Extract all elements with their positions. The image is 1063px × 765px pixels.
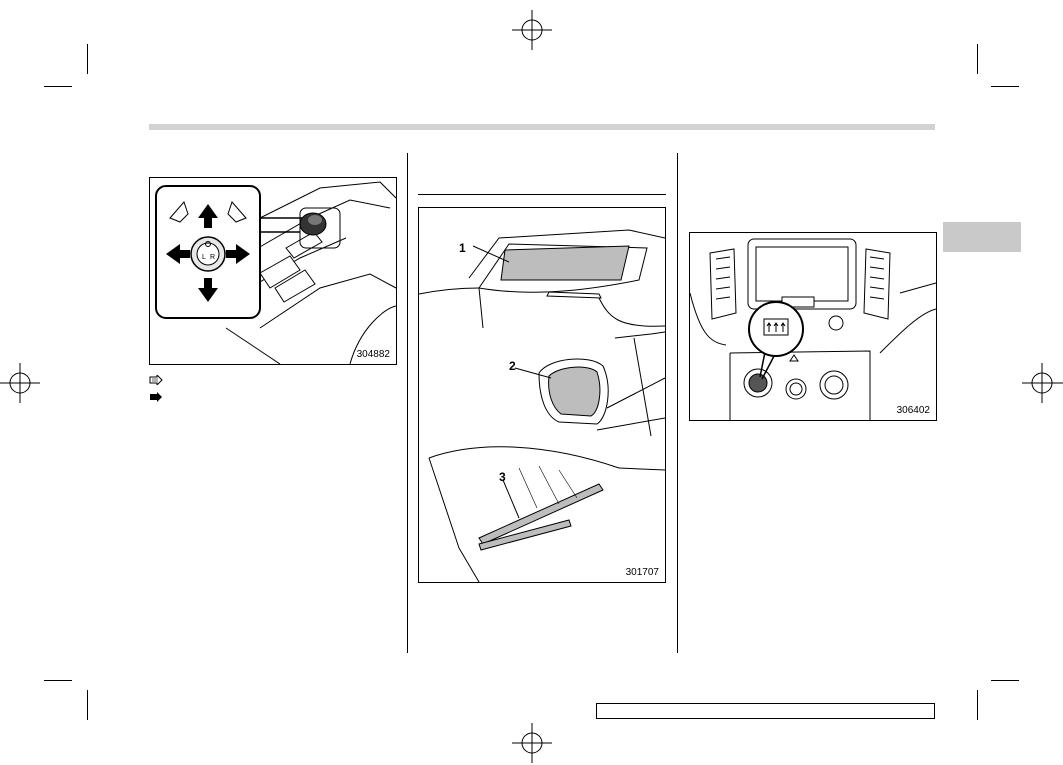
callout-3: 3 [499, 470, 506, 484]
mirror-switch-label-right: R [210, 254, 215, 261]
callout-2: 2 [509, 359, 516, 373]
crop-mark-bottom-left-h [44, 680, 72, 681]
registration-target-top [512, 10, 552, 50]
registration-target-bottom [512, 723, 552, 763]
column-rule-2 [677, 153, 678, 653]
figure-mirror-switch: L R 304882 [149, 177, 397, 365]
figure-heated-areas: 1 2 3 301707 [418, 207, 666, 583]
figure-code-306402: 306402 [896, 405, 930, 416]
mirror-switch-illustration: L R [155, 181, 396, 364]
crop-mark-top-right-v [977, 44, 978, 74]
crop-mark-top-left-v [87, 44, 88, 74]
legend-row-solid [149, 389, 163, 402]
registration-target-right [1022, 363, 1063, 403]
callout-1: 1 [459, 241, 466, 255]
registration-target-left [0, 363, 40, 403]
crop-mark-bottom-right-h [991, 680, 1019, 681]
header-bar [149, 124, 935, 130]
figure-code-301707: 301707 [625, 567, 659, 578]
section-tab [943, 222, 1021, 252]
footer-box [596, 703, 935, 719]
figure-code-304882: 304882 [356, 349, 390, 360]
crop-mark-bottom-right-v [977, 690, 978, 720]
crop-mark-top-left-h [44, 86, 72, 87]
heated-areas-illustration [419, 229, 665, 582]
mirror-switch-label-left: L [202, 254, 206, 261]
figure-defogger-button: 306402 [689, 232, 937, 421]
column-rule-1 [407, 153, 408, 653]
defogger-illustration [690, 238, 936, 420]
crop-mark-top-right-h [991, 86, 1019, 87]
solid-arrow-icon [150, 392, 162, 402]
legend-row-outline [149, 372, 163, 387]
section-rule [418, 194, 666, 195]
outline-arrow-icon [149, 373, 163, 387]
crop-mark-bottom-left-v [87, 690, 88, 720]
